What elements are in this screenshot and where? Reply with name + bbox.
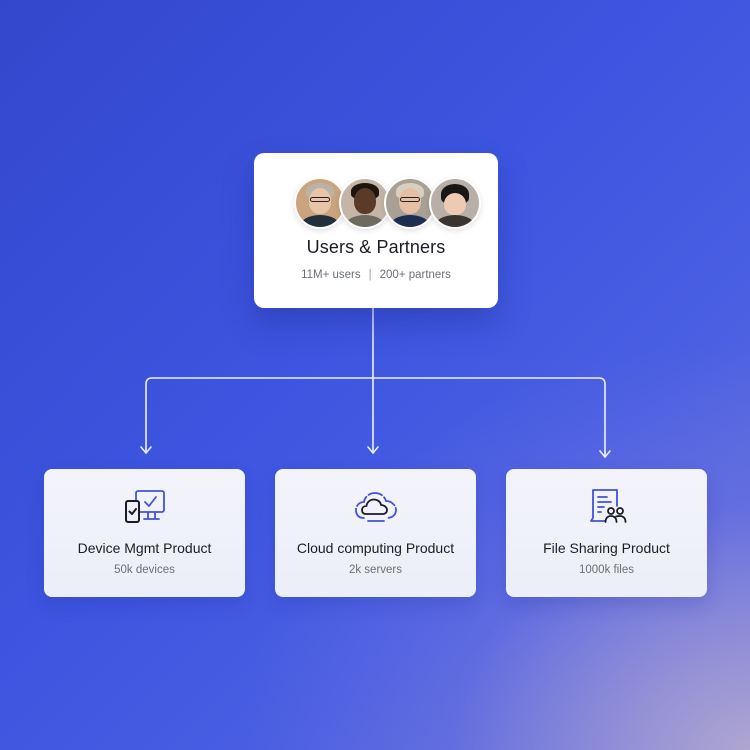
avatar [429,177,481,229]
arrowhead-center [367,446,379,454]
node-title: Users & Partners [306,237,446,257]
product-metric: 50k devices [114,564,175,576]
product-title: Device Mgmt Product [77,540,212,556]
arrowhead-left [140,446,152,454]
avatar-group [294,177,481,229]
product-title: File Sharing Product [543,540,670,556]
cloud-computing-product-card[interactable]: Cloud computing Product 2k servers [275,469,476,597]
product-metric: 1000k files [579,564,634,576]
users-count: 11M+ users [301,269,361,281]
device-management-icon [124,490,165,523]
connector-bus [145,377,606,458]
product-title: Cloud computing Product [296,540,455,556]
partners-count: 200+ partners [379,269,451,281]
stats-separator: | [368,269,372,281]
file-sharing-product-card[interactable]: File Sharing Product 1000k files [506,469,707,597]
node-stats: 11M+ users | 200+ partners [254,269,498,281]
users-partners-card[interactable]: Users & Partners 11M+ users | 200+ partner… [254,153,498,308]
product-metric: 2k servers [348,564,403,576]
device-mgmt-product-card[interactable]: Device Mgmt Product 50k devices [44,469,245,597]
cloud-icon [354,492,397,522]
arrowhead-right [599,450,611,458]
avatar [339,177,391,229]
file-sharing-icon [589,489,626,523]
